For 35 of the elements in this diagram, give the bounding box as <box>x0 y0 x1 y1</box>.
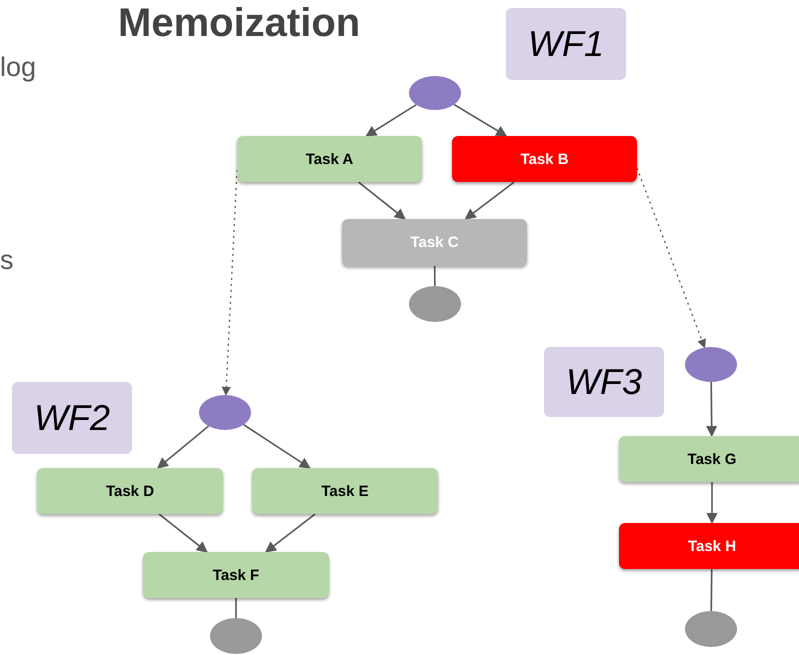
arrow <box>156 425 210 469</box>
start-end-oval <box>409 286 461 322</box>
arrow <box>454 104 508 137</box>
task-box: Task A <box>237 136 422 182</box>
start-end-oval <box>210 618 262 654</box>
arrow <box>243 424 311 469</box>
start-end-oval <box>685 611 737 647</box>
dotted-arrow <box>636 168 706 348</box>
arrow <box>706 382 718 438</box>
task-box: Task D <box>37 468 223 514</box>
start-end-oval <box>685 347 737 382</box>
workflow-tag: WF1 <box>506 8 626 80</box>
body-text: s <box>0 245 14 276</box>
workflow-tag: WF2 <box>12 382 132 454</box>
task-box: Task G <box>619 436 799 482</box>
arrow <box>706 482 718 524</box>
slide-title: Memoization <box>118 0 360 46</box>
connector-line <box>235 598 237 618</box>
start-end-oval <box>199 395 251 430</box>
start-end-oval <box>409 76 461 110</box>
task-box: Task E <box>252 468 438 514</box>
workflow-tag: WF3 <box>544 347 664 417</box>
task-box: Task C <box>342 219 527 266</box>
arrow <box>464 181 515 220</box>
dotted-arrow <box>222 170 238 396</box>
task-box: Task H <box>619 523 799 569</box>
body-text: log <box>0 52 36 83</box>
task-box: Task B <box>452 136 637 182</box>
arrow <box>158 513 208 553</box>
connector-line <box>434 266 436 286</box>
connector-line <box>710 568 713 612</box>
task-box: Task F <box>143 552 329 598</box>
arrow <box>358 181 406 220</box>
arrow <box>264 513 316 553</box>
arrow <box>365 104 417 137</box>
